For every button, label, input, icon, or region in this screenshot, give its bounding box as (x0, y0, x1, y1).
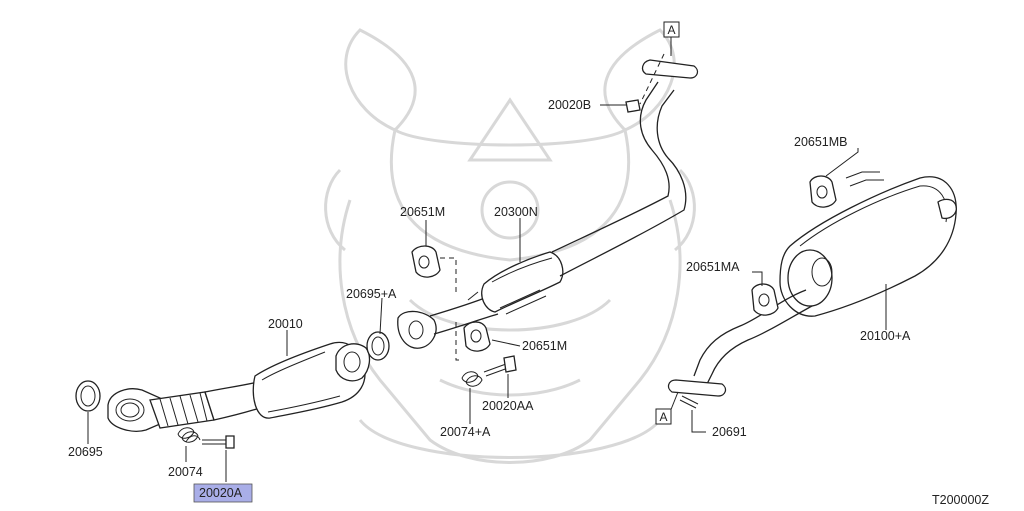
center-pipe-20300N (397, 53, 699, 349)
gasket-20695 (75, 380, 101, 412)
mounting-rubber-20651MA (751, 283, 779, 316)
gasket-20695A (366, 331, 390, 361)
label-20651M-bottom[interactable]: 20651M (522, 339, 567, 353)
label-20695[interactable]: 20695 (68, 445, 103, 459)
mounting-rubber-20651M-bottom (455, 321, 491, 361)
label-20074[interactable]: 20074 (168, 465, 203, 479)
label-20651M-top[interactable]: 20651M (400, 205, 445, 219)
label-20691[interactable]: 20691 (712, 425, 747, 439)
front-exhaust-pipe-20010 (107, 341, 371, 432)
mounting-rubber-20651M-top (411, 245, 457, 296)
bolt-20020A (202, 435, 235, 449)
label-20651MB[interactable]: 20651MB (794, 135, 848, 149)
bolt-20020AA (483, 355, 517, 377)
reference-marker-bottom: A (655, 408, 672, 425)
mounting-rubber-20651MB (809, 175, 837, 208)
spring-20074 (177, 427, 201, 443)
spring-20074A (461, 371, 483, 387)
reference-marker-bottom-label: A (660, 410, 668, 424)
muffler-20100A (667, 171, 957, 397)
label-20020A[interactable]: 20020A (199, 486, 243, 500)
bolt-20020B (625, 99, 641, 113)
highlight-box (193, 483, 253, 503)
label-20651MA[interactable]: 20651MA (686, 260, 740, 274)
watermark-emblem (324, 28, 696, 464)
reference-marker-top: A (663, 21, 680, 56)
footer-code: T200000Z (932, 493, 989, 507)
leader-lines (87, 104, 887, 482)
label-20020A-highlight[interactable]: 20020A (193, 483, 253, 503)
label-20074A[interactable]: 20074+A (440, 425, 491, 439)
reference-marker-top-label: A (668, 23, 676, 37)
label-20020B[interactable]: 20020B (548, 98, 591, 112)
label-20020AA[interactable]: 20020AA (482, 399, 534, 413)
label-20010[interactable]: 20010 (268, 317, 303, 331)
label-20695A[interactable]: 20695+A (346, 287, 397, 301)
label-20300N[interactable]: 20300N (494, 205, 538, 219)
spring-20691 (679, 395, 699, 409)
label-20100A[interactable]: 20100+A (860, 329, 911, 343)
